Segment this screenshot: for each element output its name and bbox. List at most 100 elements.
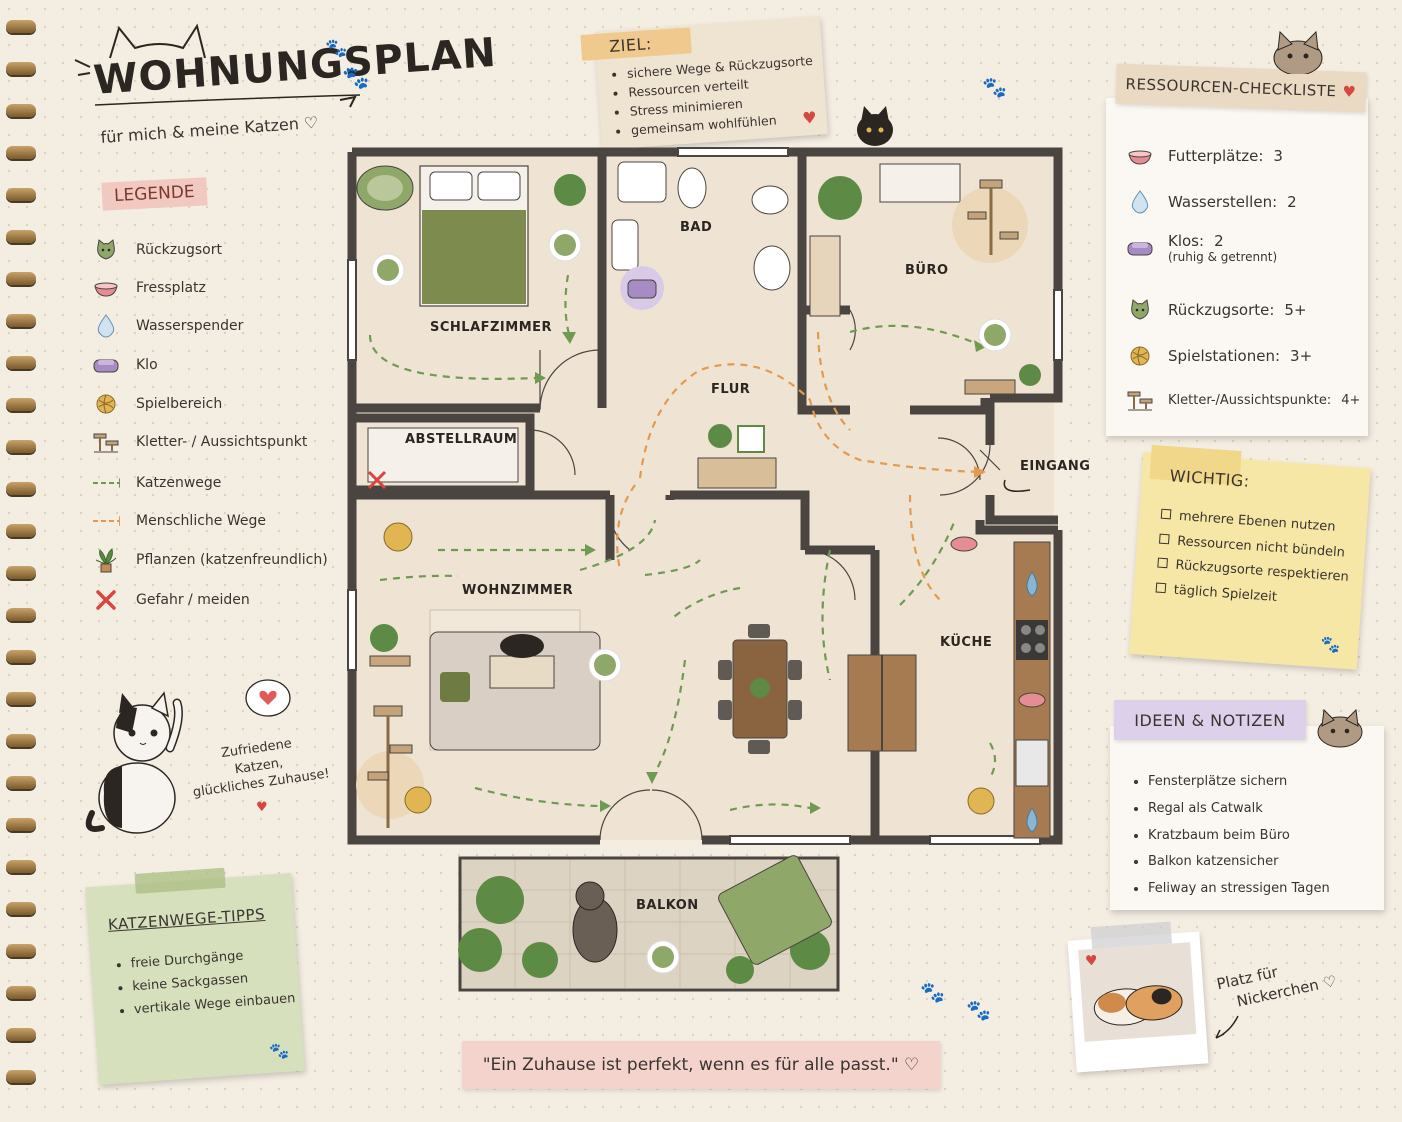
- ideen-list: Fensterplätze sichernRegal als CatwalkKr…: [1130, 766, 1330, 906]
- cat-face-icon: [652, 946, 674, 968]
- cat-path-arrowheads: [535, 332, 986, 814]
- floor-plan: [347, 106, 1063, 992]
- checklist-value: 5+: [1284, 301, 1307, 319]
- cat-tree-icon: [979, 179, 1003, 189]
- legend-item: Wasserspender: [92, 312, 243, 340]
- ideen-item: Kratzbaum beim Büro: [1148, 826, 1330, 847]
- yarn-ball-icon: [967, 787, 995, 815]
- water-markers: [1026, 571, 1038, 833]
- peeking-tabby-cat: [1317, 708, 1363, 748]
- water-drop-icon: [1126, 188, 1154, 216]
- checklist-value: 3: [1273, 147, 1283, 165]
- quote-text: "Ein Zuhause ist perfekt, wenn es für al…: [482, 1055, 920, 1075]
- pillow: [477, 171, 521, 201]
- cat-bed-cushion: [367, 175, 403, 201]
- litter-box-icon: [627, 279, 657, 299]
- walls: [347, 147, 1063, 845]
- room-label-buero: BÜRO: [905, 263, 949, 278]
- spiral-ring: [6, 20, 36, 33]
- room-label-kueche: KÜCHE: [940, 635, 993, 650]
- plant-icon: [370, 624, 398, 652]
- flur-sideboard: [697, 457, 777, 489]
- spiral-ring: [6, 524, 36, 537]
- yarn-ball-icon: [404, 786, 432, 814]
- cat-face-icon: [594, 654, 616, 676]
- plant-icon: [818, 176, 862, 220]
- checkbox-icon[interactable]: [1159, 533, 1170, 544]
- spiral-ring: [6, 440, 36, 453]
- spiral-ring: [6, 818, 36, 831]
- danger-x-icon: [92, 586, 120, 614]
- checklist-text: Rückzugsorte: 5+: [1168, 301, 1307, 319]
- paw-print-icon: 🐾: [920, 980, 945, 1004]
- checkbox-icon[interactable]: [1157, 557, 1168, 569]
- plant-icon: [458, 928, 502, 972]
- checklist-row: Kletter-/Aussichtspunkte:4+: [1126, 386, 1360, 414]
- cat-ears-doodle-icon: [109, 23, 206, 59]
- cat-face-icon: [1126, 296, 1154, 324]
- plant-icon: [92, 546, 120, 574]
- sun-lounger: [718, 855, 832, 965]
- cat-tree-icon: [92, 428, 120, 456]
- heart-icon: ♥: [1342, 82, 1357, 102]
- cat-face-icon: [554, 234, 576, 256]
- yarn-ball-icon: [383, 522, 413, 552]
- food-bowl-icon: [92, 274, 120, 302]
- polaroid-caption: Platz für Nickerchen ♡: [1215, 950, 1339, 1016]
- sofa: [429, 631, 601, 751]
- legend-item: Gefahr / meiden: [92, 586, 250, 614]
- legend-item: Pflanzen (katzenfreundlich): [92, 546, 328, 574]
- cat-face-icon: [984, 324, 1006, 346]
- food-bowl-icon: [1018, 692, 1046, 708]
- desk: [879, 163, 961, 203]
- paw-print-icon: 🐾: [982, 75, 1007, 99]
- spiral-ring: [6, 650, 36, 663]
- spiral-ring: [6, 692, 36, 705]
- checklist-label: Rückzugsorte:: [1168, 301, 1275, 319]
- water-drop-icon: [1026, 807, 1038, 833]
- stove-burners: [1021, 625, 1045, 653]
- ideen-heading: IDEEN & NOTIZEN: [1114, 700, 1306, 740]
- cat-tree-icon: [1126, 386, 1154, 414]
- checklist-text: Spielstationen:3+: [1168, 347, 1312, 365]
- storage-shelf: [367, 427, 519, 483]
- human-paths: [616, 331, 981, 601]
- tipps-heading: KATZENWEGE-TIPPS: [107, 904, 266, 934]
- checklist-text: Kletter-/Aussichtspunkte:4+: [1168, 393, 1360, 408]
- orange-path-arrow-icon: [92, 507, 120, 535]
- checkbox-icon[interactable]: [1155, 582, 1167, 594]
- paw-print-icon: 🐾: [325, 38, 348, 59]
- title-flourish-icon: [74, 59, 361, 108]
- checkbox-icon[interactable]: [1160, 508, 1172, 520]
- plant-markers: [370, 174, 1041, 984]
- tipps-item: freie Durchgänge: [130, 945, 292, 972]
- legend-item: Fressplatz: [92, 274, 206, 302]
- water-drop-icon: [92, 312, 120, 340]
- cat-face-icon: [92, 236, 120, 264]
- human-path-arrowhead: [974, 466, 986, 478]
- entrance-arrow-icon: [1003, 479, 1031, 492]
- room-label-bad: BAD: [680, 220, 713, 235]
- checklist-value: 2: [1287, 193, 1297, 211]
- tipps-item: keine Sackgassen: [132, 968, 294, 994]
- checklist-label: Klos:: [1168, 232, 1205, 250]
- coffee-table: [489, 655, 555, 689]
- sofa-cushion: [440, 672, 470, 702]
- paw-print-icon: 🐾: [342, 66, 370, 91]
- spiral-ring: [6, 608, 36, 621]
- checklist-value: 2: [1214, 232, 1224, 250]
- room-label-abstellraum: ABSTELLRAUM: [405, 432, 518, 447]
- checklist-row: Wasserstellen:2: [1126, 188, 1297, 216]
- spiral-ring: [6, 902, 36, 915]
- room-label-flur: FLUR: [711, 382, 751, 397]
- bottom-quote: "Ein Zuhause ist perfekt, wenn es für al…: [462, 1041, 940, 1089]
- ideen-item: Balkon katzensicher: [1148, 852, 1330, 873]
- plant-icon: [1019, 364, 1041, 386]
- room-label-eingang: EINGANG: [1020, 459, 1091, 474]
- ideen-item: Fensterplätze sichern: [1148, 772, 1330, 793]
- yarn-ball-icon: [1126, 342, 1154, 370]
- legend-item: Menschliche Wege: [92, 507, 266, 535]
- spiral-ring: [6, 314, 36, 327]
